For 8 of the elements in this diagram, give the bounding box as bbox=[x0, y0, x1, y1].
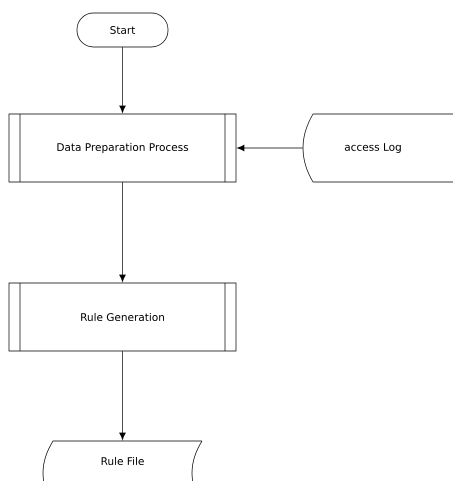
arrow bbox=[119, 47, 126, 113]
subprocess-box: Data Preparation Process bbox=[8, 114, 236, 182]
arrow bbox=[119, 351, 126, 440]
stored-data-shape: access Log bbox=[302, 114, 453, 182]
subprocess-box: Rule Generation bbox=[8, 282, 236, 352]
arrow bbox=[119, 182, 126, 282]
arrow bbox=[237, 144, 303, 152]
stored-data-shape: Rule File bbox=[42, 440, 202, 481]
